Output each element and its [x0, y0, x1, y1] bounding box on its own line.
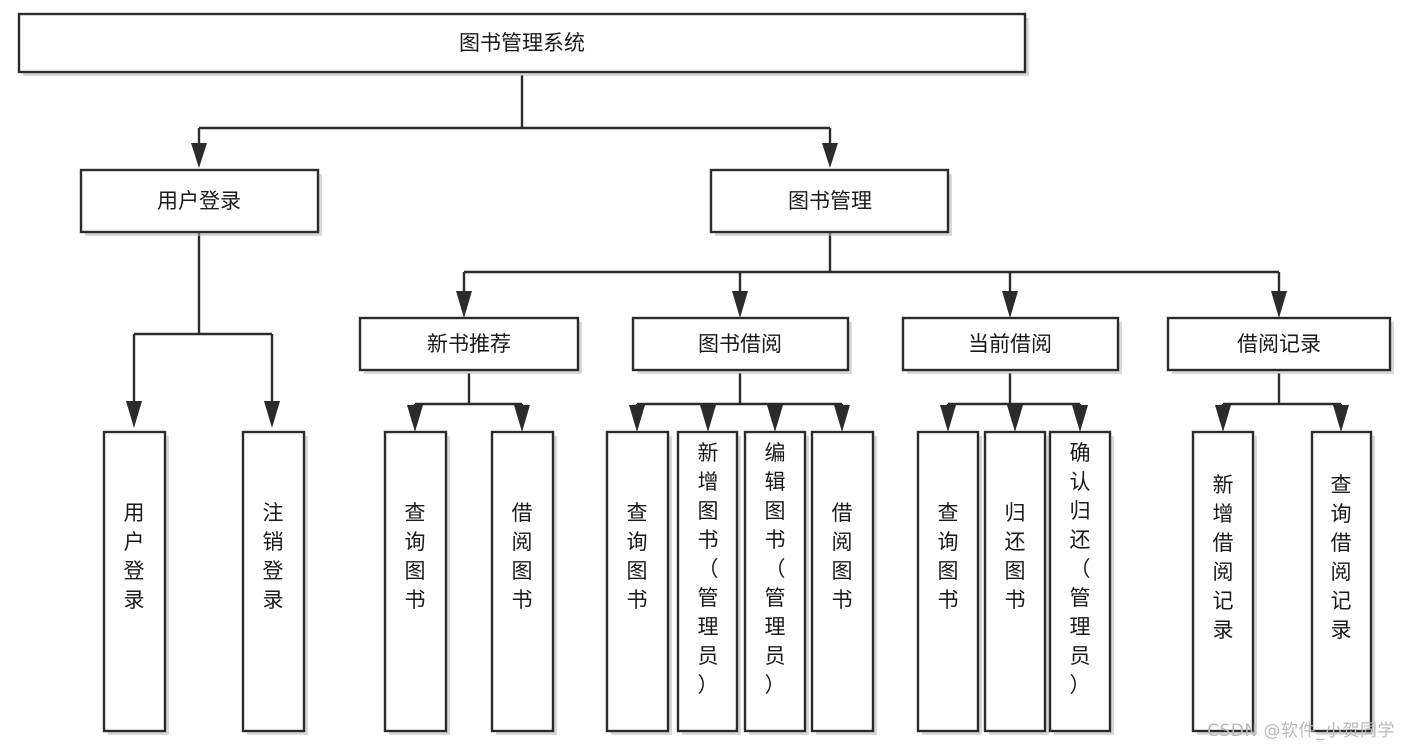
arrow-to-user-login: [191, 143, 207, 168]
leaf-node-user-login[interactable]: 用户登录: [102, 430, 169, 735]
node-current-borrow[interactable]: 当前借阅: [901, 316, 1122, 374]
node-book-borrow-label: 图书借阅: [698, 332, 782, 356]
arrow-leaf-edit-book: [767, 405, 783, 432]
leaf-user-login-box[interactable]: [102, 430, 167, 733]
node-user-login-box[interactable]: [79, 168, 320, 234]
leaf-borrow-book-1-box[interactable]: [490, 430, 555, 733]
arrow-leaf-add-record: [1215, 405, 1231, 432]
leaf-edit-book-label: 编辑图书（管理员）: [765, 441, 786, 697]
leaf-node-query-book-1[interactable]: 查询图书: [383, 430, 450, 735]
node-user-login[interactable]: 用户登录: [79, 168, 322, 236]
node-root-box[interactable]: [17, 12, 1027, 74]
leaf-edit-book-box[interactable]: [743, 430, 807, 733]
node-current-borrow-box[interactable]: [901, 316, 1120, 372]
leaf-add-book-label: 新增图书（管理员）: [698, 441, 719, 697]
node-book-borrow[interactable]: 图书借阅: [631, 316, 852, 374]
arrow-leaf-query-book-1: [407, 405, 423, 432]
arrow-leaf-query-book-2: [629, 405, 645, 432]
leaf-node-edit-book[interactable]: 编辑图书（管理员）: [743, 430, 809, 735]
connector-group-current-borrow: [940, 373, 1088, 432]
leaf-query-book-2-label: 查询图书: [627, 501, 648, 612]
connector-group-book-borrow: [629, 373, 850, 432]
leaf-query-record-label: 查询借阅记录: [1331, 473, 1352, 642]
leaf-node-add-record[interactable]: 新增借阅记录: [1191, 430, 1257, 735]
leaf-node-confirm-return[interactable]: 确认归还（管理员）: [1048, 430, 1114, 735]
node-borrow-record[interactable]: 借阅记录: [1166, 316, 1394, 374]
leaf-query-record-box[interactable]: [1310, 430, 1373, 733]
leaf-node-return-book[interactable]: 归还图书: [983, 430, 1049, 735]
arrow-leaf-query-book-3: [940, 405, 956, 432]
connector-group-root: [191, 75, 838, 168]
arrow-to-book-borrow: [732, 291, 748, 318]
leaf-add-book-box[interactable]: [676, 430, 739, 733]
arrow-leaf-query-record: [1333, 405, 1349, 432]
arrow-to-new-book-recommend: [456, 291, 472, 318]
leaf-node-add-book[interactable]: 新增图书（管理员）: [676, 430, 741, 735]
leaf-query-book-3-label: 查询图书: [938, 501, 959, 612]
leaf-node-borrow-book-1[interactable]: 借阅图书: [490, 430, 557, 735]
leaf-query-book-2-box[interactable]: [605, 430, 670, 733]
arrow-leaf-confirm-return: [1072, 405, 1088, 432]
leaf-return-book-box[interactable]: [983, 430, 1047, 733]
arrow-to-borrow-record: [1271, 291, 1287, 318]
connector-group-book-manage: [456, 233, 1287, 318]
leaf-confirm-return-label: 确认归还（管理员）: [1070, 441, 1091, 697]
leaf-borrow-book-2-box[interactable]: [810, 430, 875, 733]
leaf-confirm-return-box[interactable]: [1048, 430, 1112, 733]
node-user-login-label: 用户登录: [157, 189, 241, 213]
node-borrow-record-label: 借阅记录: [1237, 332, 1321, 356]
arrow-leaf-logout: [264, 401, 280, 428]
connector-group-borrow-record: [1215, 373, 1349, 432]
node-new-book-recommend[interactable]: 新书推荐: [358, 316, 582, 374]
node-new-book-recommend-label: 新书推荐: [427, 332, 511, 356]
leaf-query-book-1-box[interactable]: [383, 430, 448, 733]
node-book-manage[interactable]: 图书管理: [709, 168, 952, 236]
leaf-logout-label: 注销登录: [263, 501, 284, 612]
leaf-return-book-label: 归还图书: [1005, 501, 1026, 612]
connector-group-new-book-recommend: [407, 373, 530, 432]
arrow-leaf-add-book: [700, 405, 716, 432]
leaf-node-query-book-2[interactable]: 查询图书: [605, 430, 672, 735]
node-root-label: 图书管理系统: [459, 31, 585, 55]
leaf-add-record-label: 新增借阅记录: [1213, 473, 1234, 642]
arrow-leaf-borrow-book-2: [834, 405, 850, 432]
leaf-borrow-book-2-label: 借阅图书: [832, 501, 853, 612]
leaf-query-book-1-label: 查询图书: [405, 501, 426, 612]
leaf-query-book-3-box[interactable]: [916, 430, 980, 733]
node-book-borrow-box[interactable]: [631, 316, 850, 372]
leaf-logout-box[interactable]: [241, 430, 306, 733]
connector-group-user-login: [126, 233, 280, 428]
leaf-node-logout[interactable]: 注销登录: [241, 430, 308, 735]
node-book-manage-label: 图书管理: [788, 189, 872, 213]
arrow-leaf-borrow-book-1: [514, 405, 530, 432]
leaf-node-borrow-book-2[interactable]: 借阅图书: [810, 430, 877, 735]
leaf-node-query-book-3[interactable]: 查询图书: [916, 430, 982, 735]
arrow-to-current-borrow: [1002, 291, 1018, 318]
node-current-borrow-label: 当前借阅: [968, 332, 1052, 356]
leaf-user-login-label: 用户登录: [124, 501, 145, 612]
leaf-node-query-record[interactable]: 查询借阅记录: [1310, 430, 1375, 735]
arrow-to-book-manage: [822, 143, 838, 168]
node-new-book-recommend-box[interactable]: [358, 316, 580, 372]
node-book-manage-box[interactable]: [709, 168, 950, 234]
leaf-add-record-box[interactable]: [1191, 430, 1255, 733]
node-root[interactable]: 图书管理系统: [17, 12, 1029, 76]
node-borrow-record-box[interactable]: [1166, 316, 1392, 372]
arrow-leaf-return-book: [1007, 405, 1023, 432]
leaf-borrow-book-1-label: 借阅图书: [512, 501, 533, 612]
arrow-leaf-user-login: [126, 401, 142, 428]
